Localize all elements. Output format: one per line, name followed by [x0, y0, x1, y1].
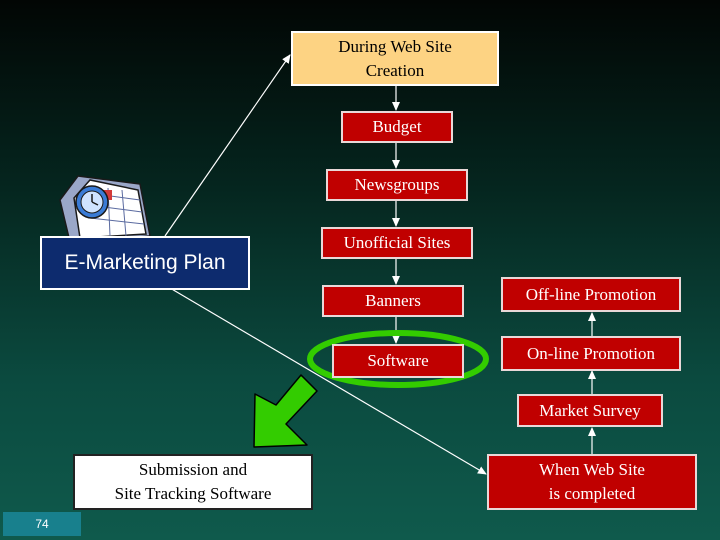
connector — [169, 287, 487, 475]
calendar-clock-icon — [59, 175, 151, 243]
node-unofficial-sites: Unofficial Sites — [321, 227, 473, 259]
node-during-web-site-creation: During Web Site Creation — [291, 31, 499, 86]
node-newsgroups: Newsgroups — [326, 169, 468, 201]
node-banners: Banners — [322, 285, 464, 317]
node-market-survey: Market Survey — [517, 394, 663, 427]
node-submission-site-tracking: Submission and Site Tracking Software — [73, 454, 313, 510]
node-when-web-site-completed: When Web Site is completed — [487, 454, 697, 510]
node-off-line-promotion: Off-line Promotion — [501, 277, 681, 312]
page-number: 74 — [3, 512, 81, 536]
node-software: Software — [332, 344, 464, 378]
big-green-arrow — [253, 374, 318, 448]
node-e-marketing-plan: E-Marketing Plan — [40, 236, 250, 290]
node-on-line-promotion: On-line Promotion — [501, 336, 681, 371]
connector — [164, 54, 291, 237]
node-budget: Budget — [341, 111, 453, 143]
highlight-ellipse — [307, 330, 489, 388]
